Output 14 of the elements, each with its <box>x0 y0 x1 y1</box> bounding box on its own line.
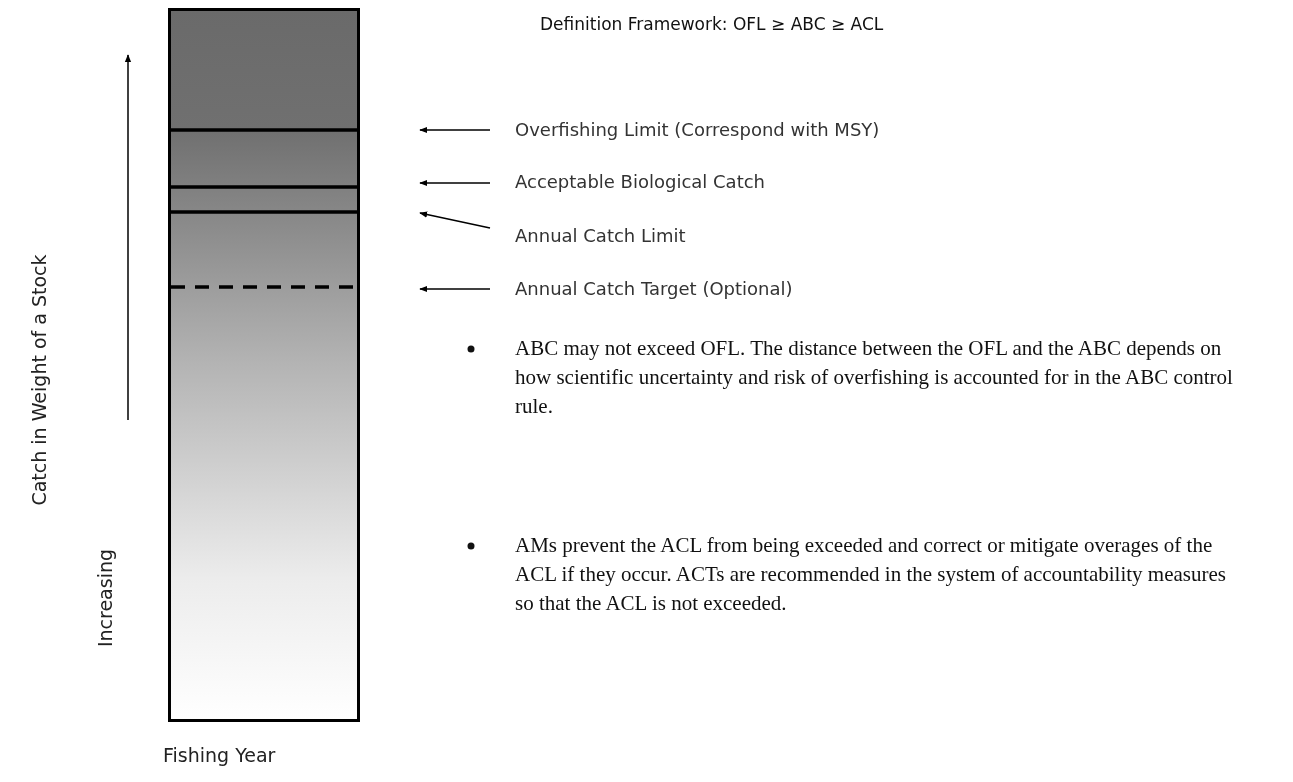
limit-label: Acceptable Biological Catch <box>515 170 765 194</box>
arrow <box>419 285 491 293</box>
axis-title: Catch in Weight of a Stock <box>27 254 50 506</box>
limit-label: Annual Catch Target (Optional) <box>515 277 793 301</box>
axis-label: Increasing <box>94 548 117 648</box>
arrow <box>419 211 491 229</box>
limit-label: Overfishing Limit (Correspond with MSY) <box>515 118 880 142</box>
axis-label: Fishing Year <box>163 744 276 766</box>
arrow <box>419 179 491 187</box>
title: Definition Framework: OFL ≥ ABC ≥ ACL <box>540 14 884 34</box>
bullet-text: AMs prevent the ACL from being exceeded and correct or mitigate overages of the ACL if they occur. ACTs are recommended in the system of accountability measures so that the ACL is not exceeded. <box>515 532 1227 617</box>
arrow <box>419 126 491 134</box>
bullet-text: ABC may not exceed OFL. The distance between the OFL and the ABC depends on how scientific uncertainty and risk of overfishing is accounted for in the ABC control rule. <box>515 335 1234 420</box>
limit-label: Annual Catch Limit <box>515 224 686 248</box>
